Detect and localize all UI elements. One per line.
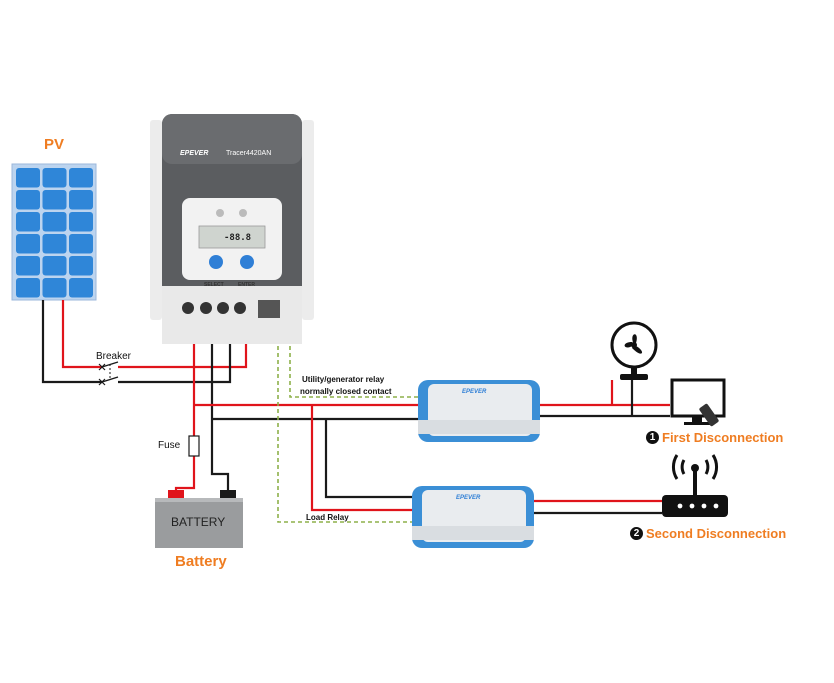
inverter-top bbox=[418, 380, 540, 442]
solar-cell bbox=[16, 278, 40, 298]
solar-cell bbox=[69, 256, 93, 276]
battery-label: Battery bbox=[175, 553, 227, 570]
solar-cell bbox=[16, 190, 40, 210]
pv-label: PV bbox=[44, 136, 65, 153]
solar-cell bbox=[69, 168, 93, 188]
solar-panel-icon bbox=[11, 163, 97, 301]
output-wires bbox=[534, 380, 670, 515]
battery-icon bbox=[155, 490, 243, 548]
utility-relay-label-2: normally closed contact bbox=[300, 387, 392, 396]
battery-wires bbox=[174, 315, 420, 512]
relay-dashed-lines bbox=[277, 318, 420, 523]
solar-cell bbox=[69, 234, 93, 254]
breaker-marks bbox=[98, 363, 106, 386]
enter-button-label: ENTER bbox=[238, 282, 255, 288]
first-disconnection-label: First Disconnection bbox=[662, 430, 784, 445]
solar-cell bbox=[42, 190, 67, 210]
controller-model: Tracer4420AN bbox=[226, 150, 272, 157]
fan-icon bbox=[610, 321, 658, 380]
solar-cell bbox=[42, 256, 67, 276]
solar-cell bbox=[69, 190, 93, 210]
solar-cell bbox=[42, 212, 67, 232]
solar-cell bbox=[16, 256, 40, 276]
fuse-label: Fuse bbox=[158, 440, 181, 451]
router-icon bbox=[662, 454, 728, 517]
first-number-badge: 1 bbox=[646, 431, 659, 444]
fuse-icon bbox=[188, 435, 200, 457]
charge-controller bbox=[150, 114, 314, 344]
battery-box-label: BATTERY bbox=[171, 515, 226, 529]
solar-cell bbox=[69, 212, 93, 232]
solar-cell bbox=[42, 168, 67, 188]
lcd-value: -88.8 bbox=[224, 233, 252, 243]
breaker-label: Breaker bbox=[96, 351, 132, 362]
second-number-badge: 2 bbox=[630, 527, 643, 540]
load-relay-label: Load Relay bbox=[306, 513, 349, 522]
solar-cell bbox=[42, 234, 67, 254]
inverter-top-brand: EPEVER bbox=[462, 389, 487, 395]
solar-cell bbox=[16, 234, 40, 254]
inverter-bottom-brand: EPEVER bbox=[456, 495, 481, 501]
second-disconnection-label: Second Disconnection bbox=[646, 526, 787, 541]
select-button-label: SELECT bbox=[204, 282, 224, 288]
utility-relay-label-1: Utility/generator relay bbox=[302, 375, 385, 384]
first-disconnection: 1 First Disconnection bbox=[646, 430, 783, 445]
solar-cell bbox=[69, 278, 93, 298]
second-disconnection: 2 Second Disconnection bbox=[630, 526, 786, 541]
solar-cell bbox=[16, 168, 40, 188]
solar-cell bbox=[16, 212, 40, 232]
monitor-icon bbox=[670, 378, 726, 427]
inverter-bottom bbox=[412, 486, 534, 548]
controller-brand: EPEVER bbox=[180, 150, 209, 157]
solar-cell bbox=[42, 278, 67, 298]
